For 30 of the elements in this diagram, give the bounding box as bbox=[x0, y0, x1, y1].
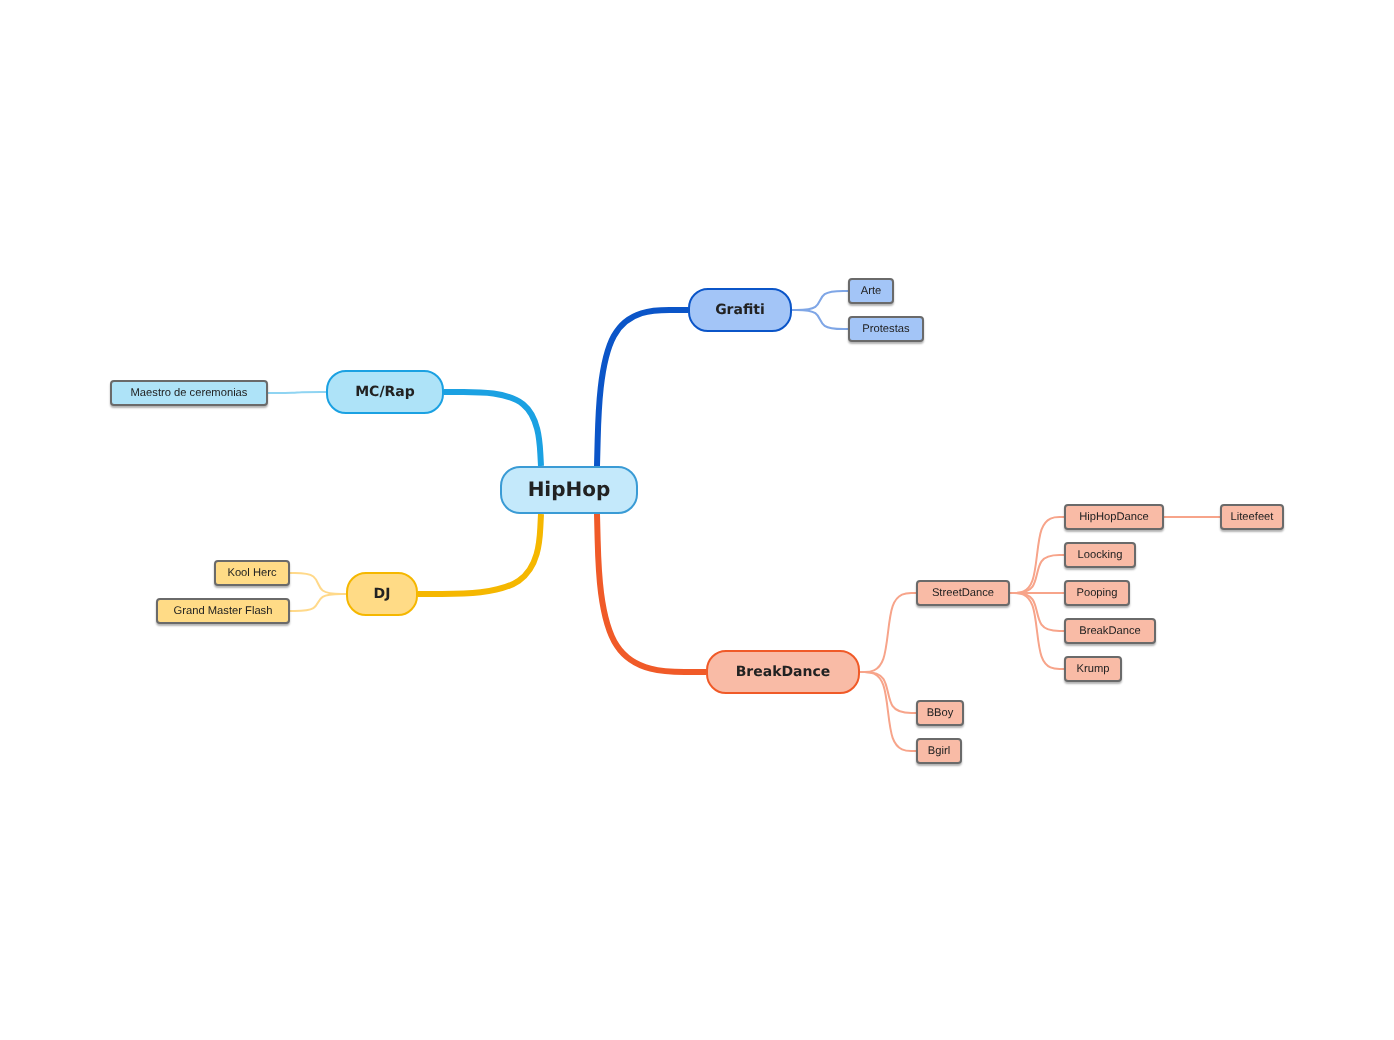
main-topic-box bbox=[326, 370, 444, 414]
subtopic-box bbox=[1064, 504, 1164, 530]
subtopic-box bbox=[1064, 580, 1130, 606]
main-topic-box bbox=[688, 288, 792, 332]
connector bbox=[594, 513, 708, 675]
connector bbox=[442, 389, 544, 467]
subtopic-box bbox=[848, 278, 894, 304]
subtopic-box bbox=[916, 700, 964, 726]
connector bbox=[289, 593, 347, 612]
central-topic-box bbox=[500, 466, 638, 514]
connector bbox=[859, 671, 917, 752]
connector bbox=[1163, 516, 1221, 518]
subtopic-box bbox=[110, 380, 268, 406]
connector bbox=[594, 307, 690, 467]
subtopic-box bbox=[214, 560, 290, 586]
topic-label: HipHop bbox=[527, 479, 611, 501]
main-topic-box bbox=[346, 572, 418, 616]
subtopic-box bbox=[1064, 542, 1136, 568]
subtopic-box bbox=[1064, 656, 1122, 682]
subtopic-box bbox=[156, 598, 290, 624]
connector bbox=[416, 513, 544, 597]
connector bbox=[267, 391, 327, 394]
connector bbox=[1009, 592, 1065, 670]
subtopic-box bbox=[1064, 618, 1156, 644]
subtopic-box bbox=[916, 738, 962, 764]
subtopic-box bbox=[848, 316, 924, 342]
connector bbox=[791, 309, 849, 330]
subtopic-box bbox=[1220, 504, 1284, 530]
subtopic-box bbox=[916, 580, 1010, 606]
main-topic-box bbox=[706, 650, 860, 694]
